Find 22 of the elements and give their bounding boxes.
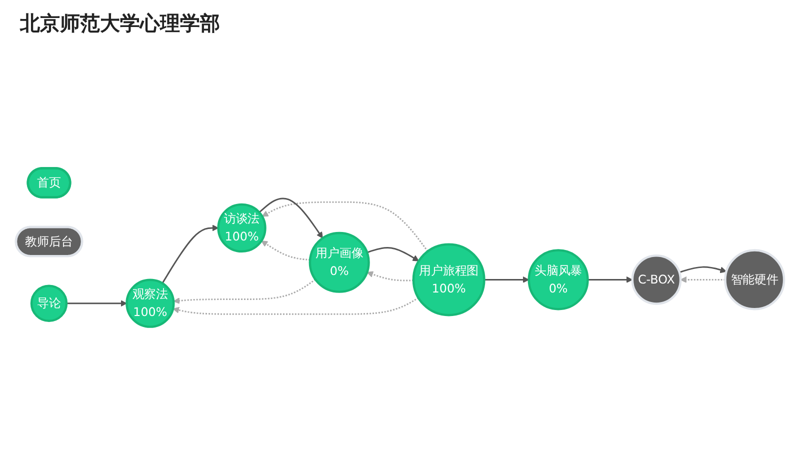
node-circle: 导论: [30, 284, 68, 322]
arrow: [679, 266, 727, 274]
node-circle: 用户画像 0%: [308, 232, 370, 293]
node-circle: 访谈法 100%: [217, 203, 266, 253]
arrow: [484, 276, 530, 283]
arrow: [258, 198, 323, 238]
node-circle: 头脑风暴 0%: [528, 249, 589, 310]
arrow: [162, 224, 219, 284]
arrow: [680, 276, 726, 283]
arrow: [66, 300, 128, 307]
arrow: [588, 276, 633, 283]
node-circle: 智能硬件: [724, 249, 786, 310]
arrow: [366, 246, 420, 262]
arrow: [366, 271, 414, 282]
arrow: [173, 278, 316, 304]
page-title: 北京师范大学心理学部: [20, 10, 220, 37]
node-circle: 用户旅程图 100%: [412, 243, 486, 316]
node-circle: 观察法 100%: [126, 278, 175, 328]
arrow: [262, 201, 428, 252]
arrow: [172, 297, 419, 315]
arrow: [261, 240, 310, 261]
node-circle: C-BOX: [631, 254, 682, 305]
